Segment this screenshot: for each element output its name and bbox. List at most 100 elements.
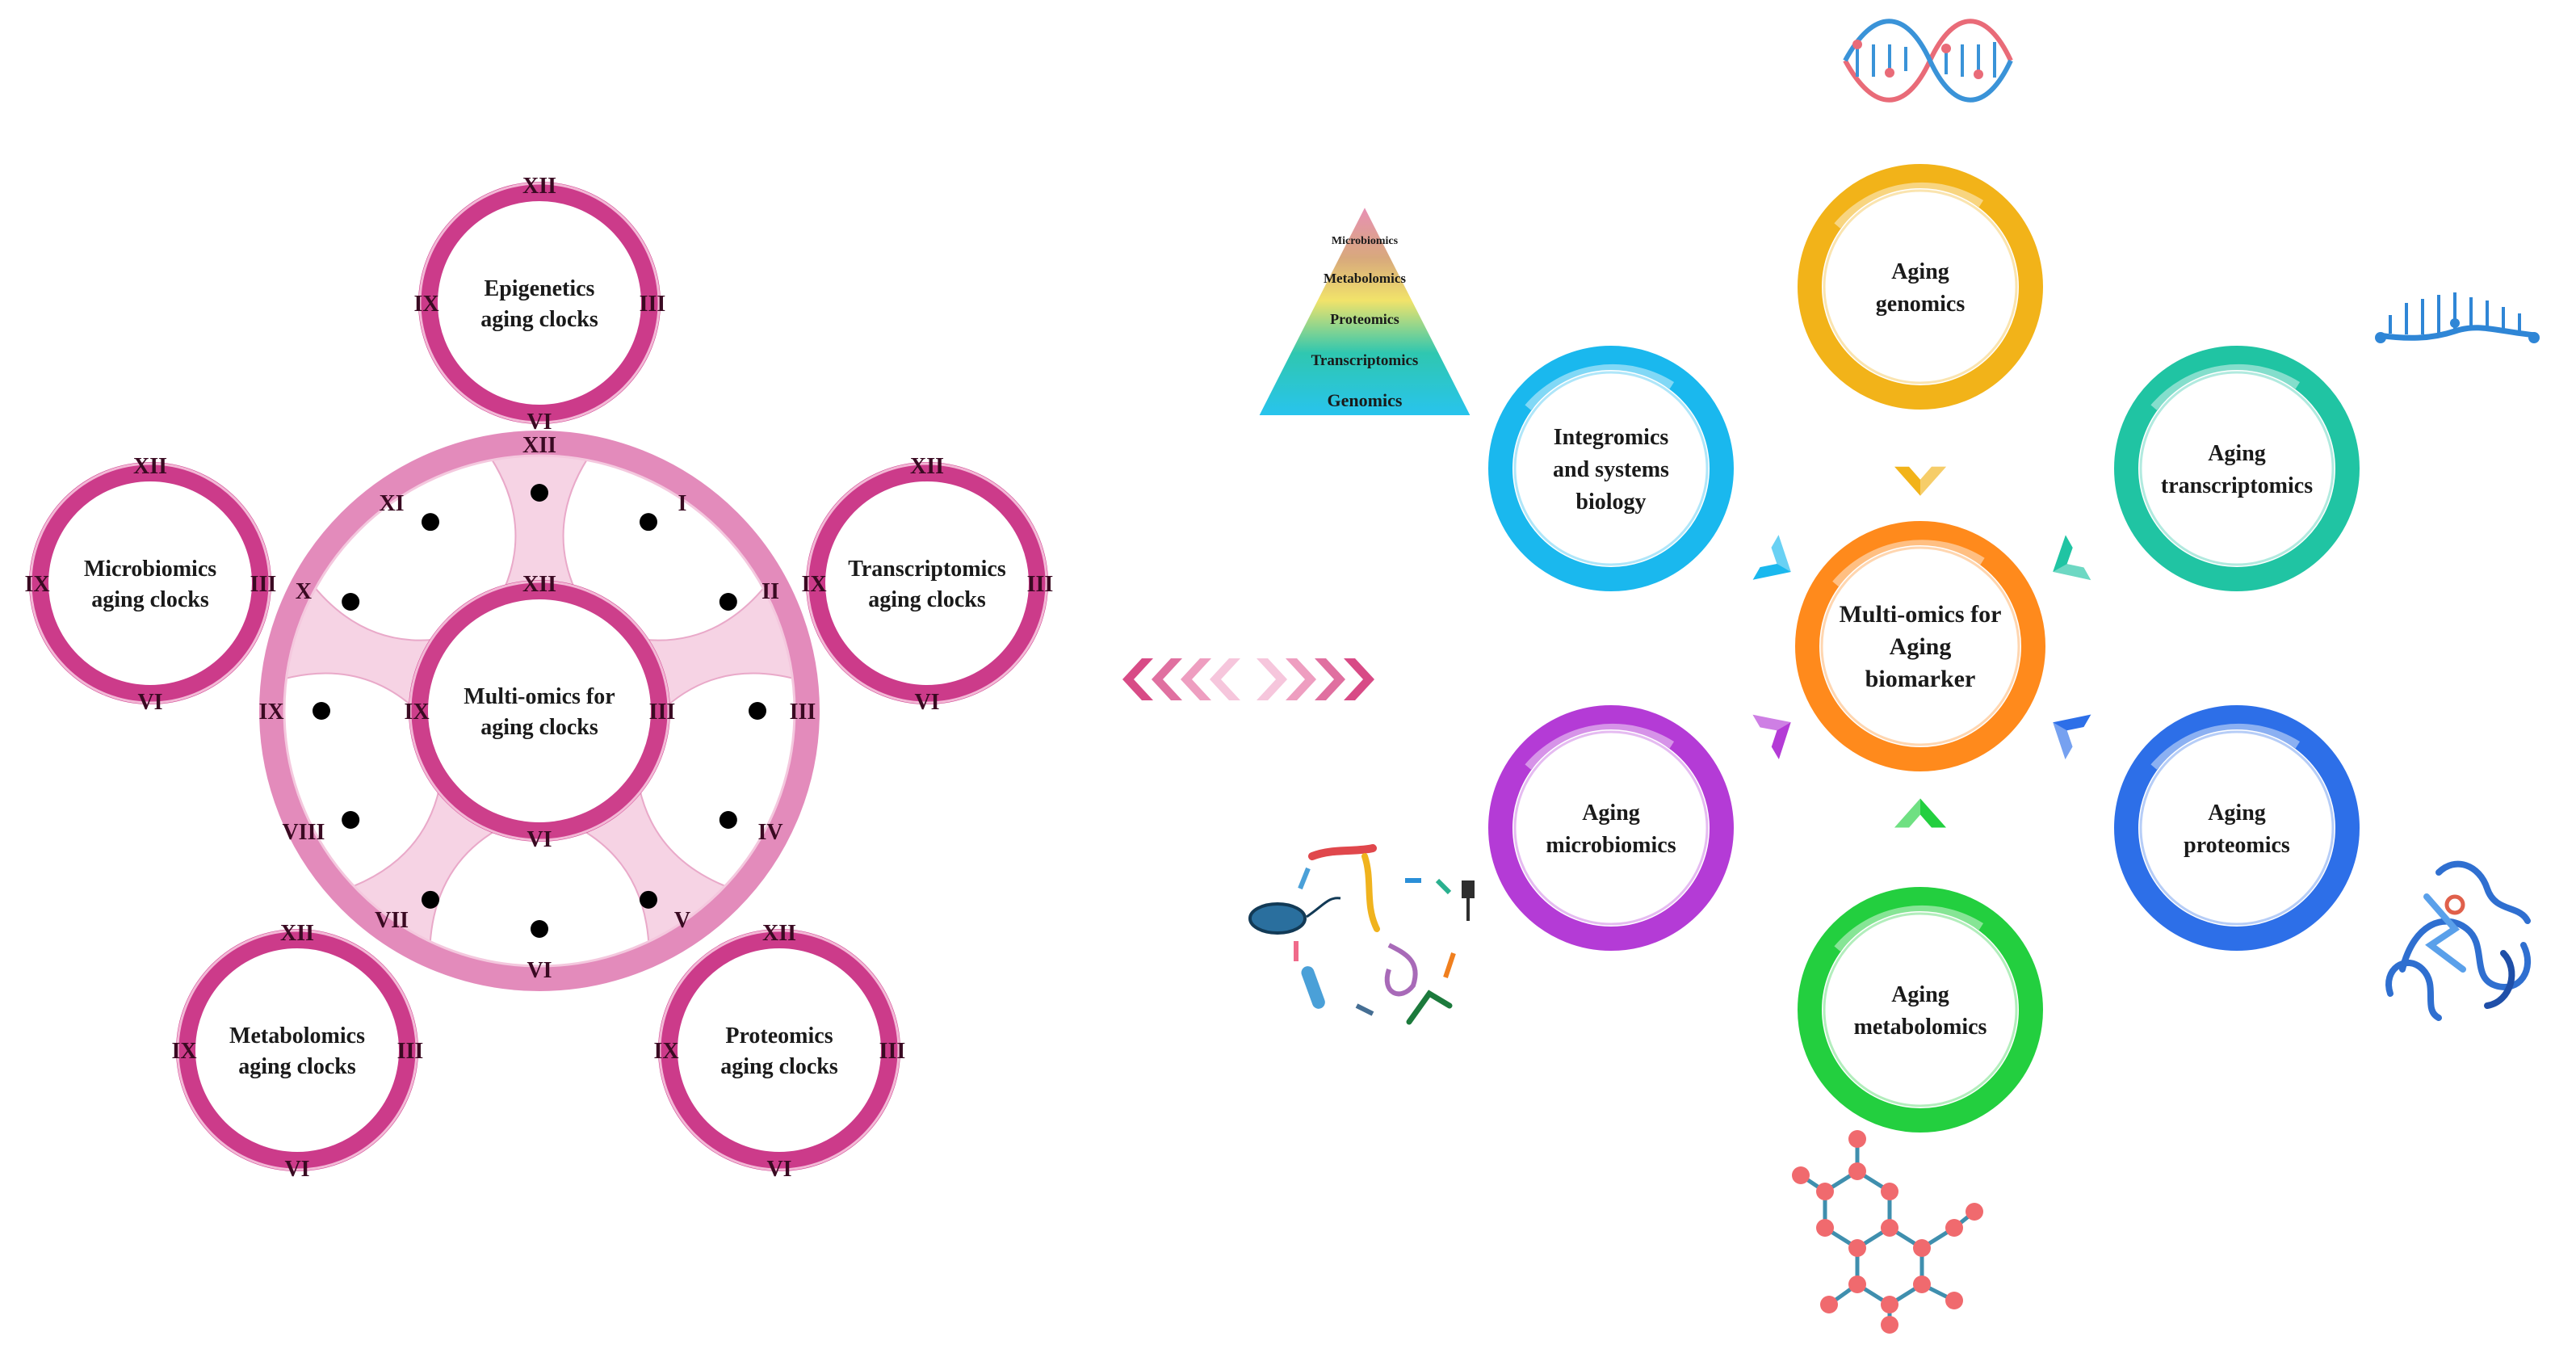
node-transcriptomics-highlight — [2150, 364, 2301, 410]
node-transcriptomics-label-line: Aging — [2208, 441, 2266, 466]
satellite-clock-metabolomics-ring — [176, 929, 418, 1171]
arrow-microbiomics-to-hub-icon — [1752, 714, 1791, 759]
node-proteomics-ring — [2114, 705, 2360, 951]
satellite-clock-transcriptomics-face — [827, 483, 1027, 683]
satellite-clock-epigenetics-label-line: Epigenetics — [485, 276, 595, 301]
hour-dot — [531, 484, 548, 502]
small-clock-numeral: XII — [762, 921, 796, 946]
arrow-shine — [1894, 798, 1920, 828]
satellite-clock-transcriptomics-ring — [806, 462, 1048, 704]
arrow-head — [1752, 535, 1791, 580]
node-arrows — [1752, 466, 2091, 828]
center-clock-ring — [409, 580, 670, 842]
satellite-clock-microbiomics-ring — [29, 462, 271, 704]
node-microbiomics-inner-edge — [1513, 730, 1709, 926]
pyramid-label-proteomics: Proteomics — [1330, 311, 1399, 327]
satellite-clock-proteomics-label-line: aging clocks — [720, 1054, 838, 1079]
satellite-clock-metabolomics-face — [197, 950, 397, 1150]
small-clock-numeral: III — [879, 1039, 906, 1064]
node-integromics-inner-edge — [1513, 371, 1709, 566]
big-clock-hour-dots — [313, 484, 766, 938]
node-genomics-highlight — [1834, 182, 1984, 229]
center-clock-label-line: aging clocks — [480, 715, 598, 740]
arrow-head — [1894, 466, 1946, 496]
satellite-clock-proteomics-label-line: Proteomics — [725, 1023, 833, 1049]
small-clock-numeral: III — [1027, 572, 1054, 597]
small-clock-numeral: XII — [522, 174, 556, 199]
hour-dot — [640, 890, 657, 909]
pyramid-label-metabolomics: Metabolomics — [1324, 271, 1406, 286]
small-clock-numeral: III — [640, 292, 666, 317]
satellite-clock-proteomics-ring — [658, 929, 900, 1171]
small-clock-numeral: IX — [653, 1039, 678, 1064]
chevron-left-icon — [1152, 658, 1182, 700]
microbes-icon — [1248, 844, 1475, 1025]
chevron-left-icon — [1122, 658, 1153, 700]
satellite-clock-epigenetics-face — [439, 203, 640, 403]
arrow-proteomics-to-hub-icon — [2053, 714, 2091, 759]
satellite-clock-microbiomics-label-line: Microbiomics — [84, 557, 216, 582]
arrow-shine — [2053, 564, 2091, 581]
omics-nodes: AginggenomicsAgingtranscriptomicsAgingpr… — [1488, 164, 2360, 1133]
protein-structure-icon — [2385, 860, 2531, 1021]
small-clock-numeral: XII — [133, 454, 167, 479]
small-clock-numeral: XII — [910, 454, 944, 479]
center-clock-outer-edge — [409, 580, 670, 842]
hour-dot — [719, 811, 737, 829]
small-clock-numeral: XII — [280, 921, 314, 946]
node-microbiomics-label-line: microbiomics — [1546, 833, 1676, 858]
clock-numeral: X — [296, 579, 312, 604]
satellite-clock-proteomics-face — [679, 950, 879, 1150]
satellite-clock-metabolomics-label-line: Metabolomics — [229, 1023, 365, 1049]
clock-numeral: III — [790, 700, 816, 725]
big-clock-inner-edge — [283, 454, 796, 968]
clock-numeral: XII — [522, 433, 556, 458]
center-clock-face — [430, 601, 649, 821]
omics-pyramid: Microbiomics Metabolomics Proteomics Tra… — [1257, 204, 1473, 417]
node-genomics-label-line: Aging — [1891, 259, 1949, 284]
satellite-clock-transcriptomics-outer-edge — [806, 462, 1048, 704]
dna-double-helix-icon — [1843, 19, 2013, 103]
pyramid-label-genomics: Genomics — [1328, 390, 1403, 410]
small-clock-numeral: IX — [404, 700, 429, 725]
satellite-clock-metabolomics-outer-edge — [176, 929, 418, 1171]
chevron-right-icon — [1344, 658, 1374, 700]
small-clock-numeral: VI — [284, 1157, 309, 1182]
hub-biomarker-ring — [1795, 521, 2045, 771]
node-transcriptomics-label-line: transcriptomics — [2161, 473, 2313, 498]
hub-biomarker-label-line: biomarker — [1865, 666, 1976, 692]
satellite-clock-epigenetics-label-line: aging clocks — [480, 307, 598, 332]
hub-biomarker-highlight — [1832, 540, 1985, 587]
hub-biomarker-label-line: Multi-omics for — [1840, 601, 2002, 628]
node-genomics-ring — [1798, 164, 2043, 410]
node-transcriptomics-ring — [2114, 346, 2360, 591]
hour-dot — [342, 593, 360, 611]
node-proteomics-inner-edge — [2139, 730, 2335, 926]
node-transcriptomics: Aging transcriptomics — [2114, 346, 2360, 591]
clock-numeral: VII — [375, 908, 409, 933]
small-clock-numeral: III — [649, 700, 676, 725]
node-metabolomics-inner-edge — [1823, 912, 2018, 1107]
rna-strand-icon — [2375, 292, 2540, 343]
satellite-clock-proteomics-outer-edge — [658, 929, 900, 1171]
satellite-clock-metabolomics-label-line: aging clocks — [238, 1054, 356, 1079]
node-metabolomics-face — [1808, 897, 2033, 1122]
satellite-clock-epigenetics-ring — [418, 182, 661, 424]
satellite-clock-microbiomics-face — [50, 483, 250, 683]
chevron-right-icon — [1286, 658, 1316, 700]
node-metabolomics-label-line: Aging — [1891, 982, 1949, 1007]
node-metabolomics-label-line: metabolomics — [1854, 1015, 1987, 1040]
node-microbiomics-face — [1499, 716, 1723, 940]
multi-omics-biomarker-panel: AginggenomicsAgingtranscriptomicsAgingpr… — [1248, 19, 2540, 1334]
small-clock-numeral: IX — [413, 292, 438, 317]
hour-dot — [422, 890, 439, 909]
node-proteomics-highlight — [2150, 723, 2301, 770]
clock-connectors — [274, 450, 805, 955]
hour-dot — [719, 593, 737, 611]
